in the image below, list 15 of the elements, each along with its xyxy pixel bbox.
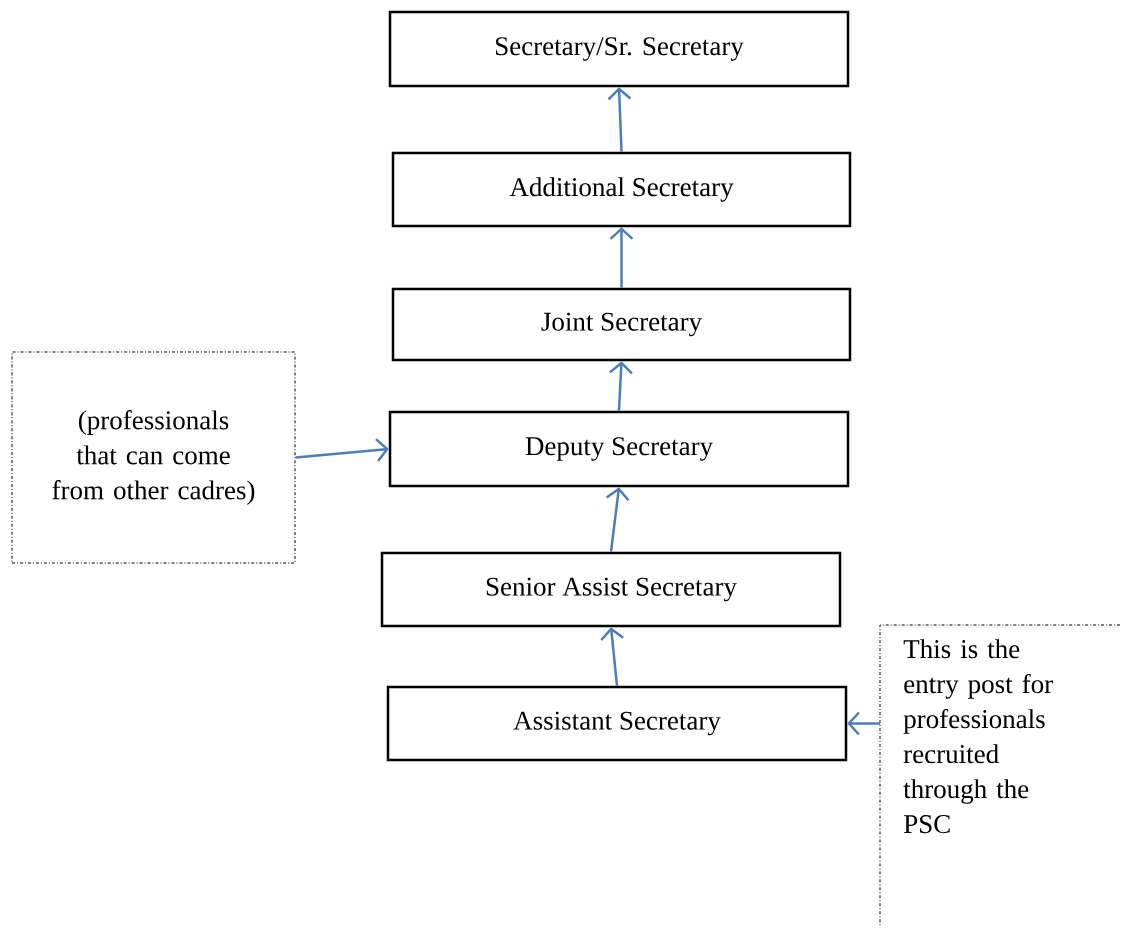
rank-box: Additional Secretary: [391, 151, 852, 228]
note-box: (professionals that can come from other cadres): [11, 351, 296, 564]
rank-box: Assistant Secretary: [386, 685, 848, 762]
rank-box: Deputy Secretary: [388, 410, 850, 488]
rank-box: Senior Assist Secretary: [380, 551, 842, 628]
note-text: This is the entry post for professionals recruited through the PSC: [879, 624, 1121, 926]
rank-box: Joint Secretary: [391, 287, 852, 362]
arrow: [605, 487, 630, 552]
arrow: [295, 438, 389, 462]
arrow: [607, 87, 632, 152]
arrow: [609, 227, 634, 288]
arrow: [600, 627, 624, 686]
arrow: [609, 361, 633, 411]
arrow: [847, 711, 880, 736]
rank-box: Secretary/Sr. Secretary: [388, 10, 850, 88]
